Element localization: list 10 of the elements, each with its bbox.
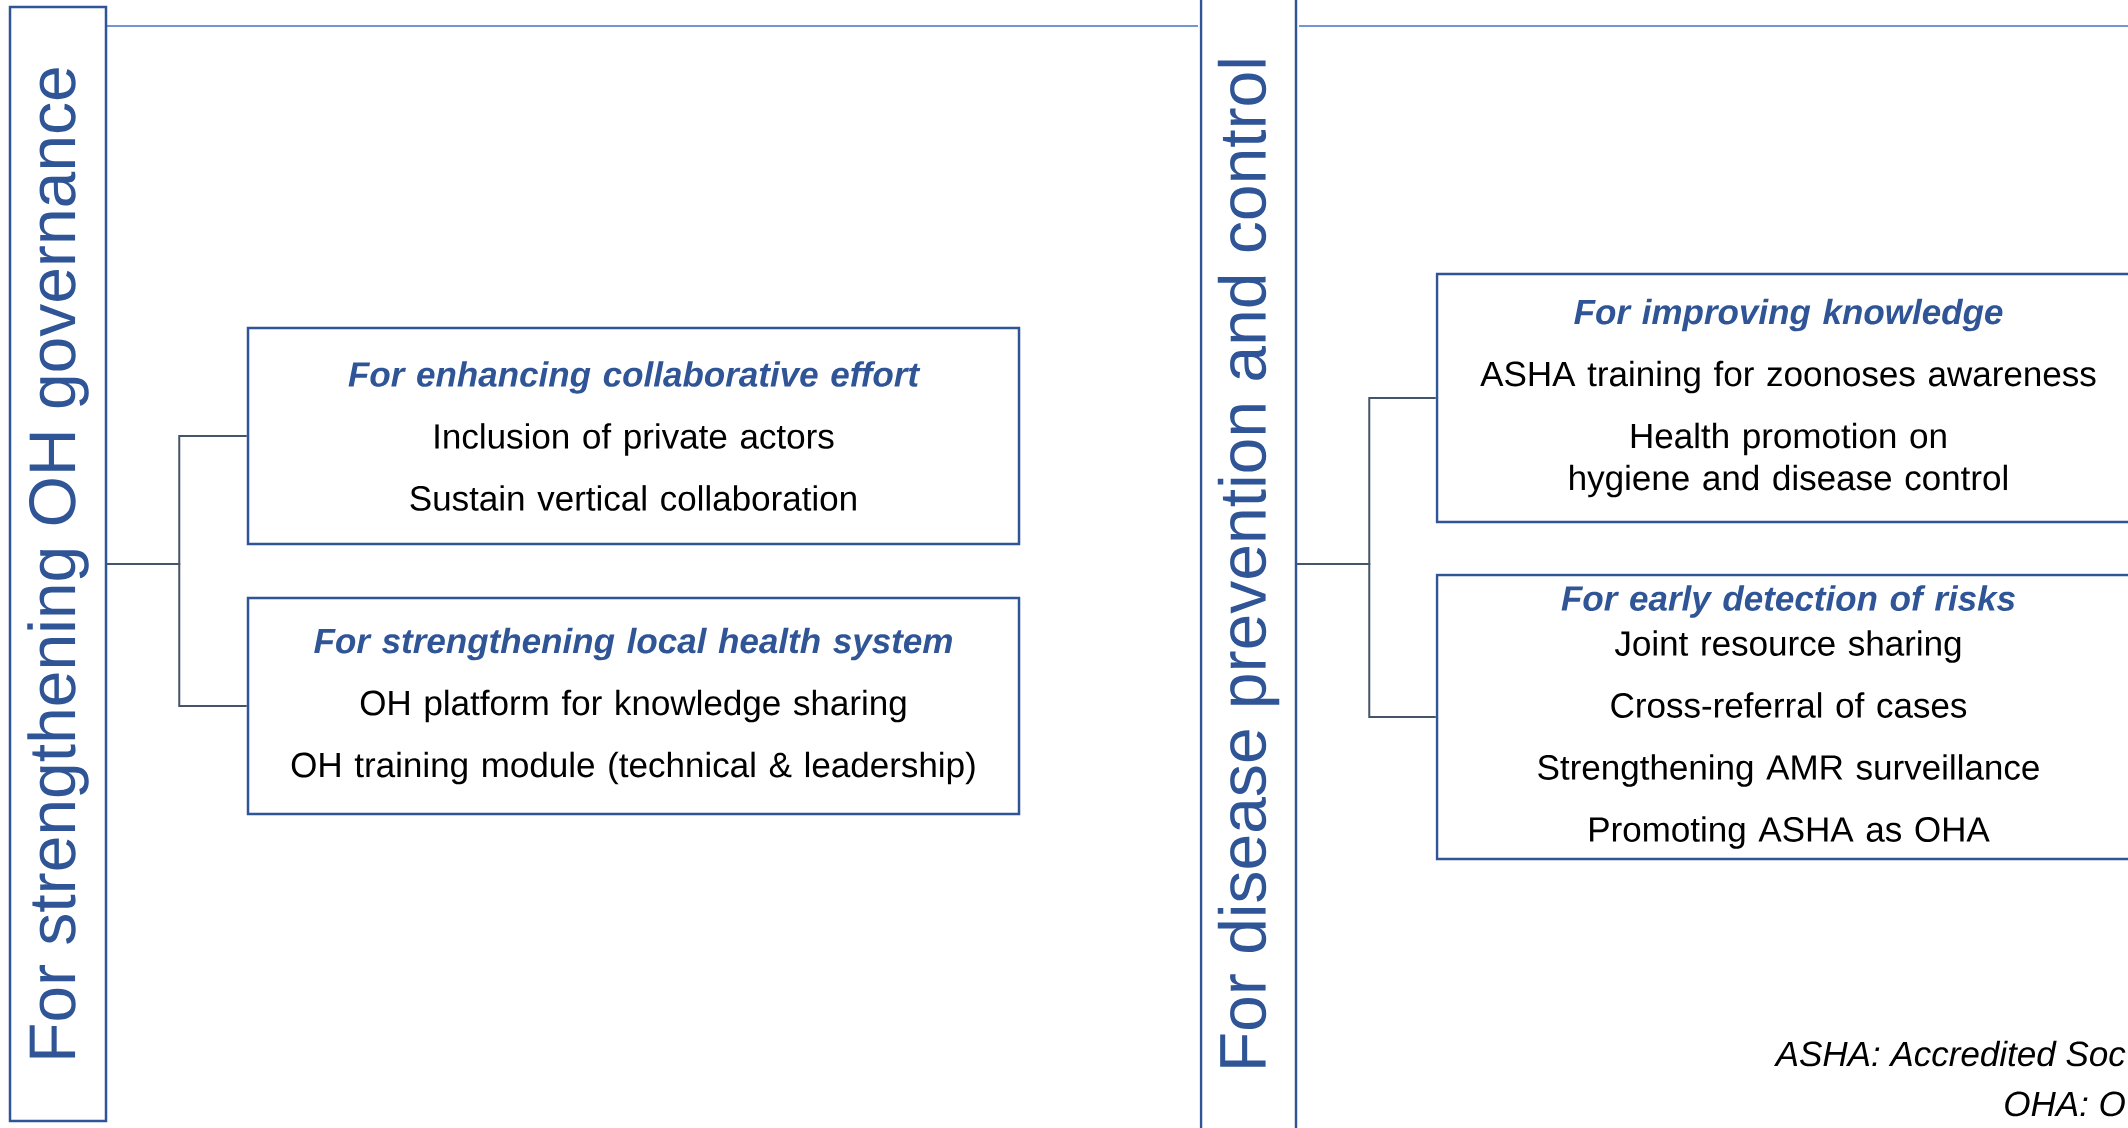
text-box: For enhancing collaborative effort Inclusion of private actors Sustain vertical collaboration (246, 326, 1021, 546)
connector-line (1296, 563, 1437, 718)
footnote-text: ASHA: Accredited Soc (1773, 1040, 2126, 1067)
vertical-heading-box: For disease prevention and control (1199, 0, 1298, 1128)
footnote-text: OHA: O (2005, 1091, 2125, 1117)
vertical-heading-box: For strengthening OH governance (8, 5, 108, 1123)
text-box: For strengthening local health system OH platform for knowledge sharing OH training module (technical & leadership) (246, 596, 1021, 816)
connector-line (106, 563, 248, 707)
text-box: For early detection of risks Joint resource sharing Cross-referral of cases Strengthening AMR surveillance Promoting ASHA as OHA (1435, 573, 2128, 861)
text-box: For improving knowledge ASHA training for zoonoses awareness Health promotion on hygiene and disease control (1435, 272, 2128, 524)
